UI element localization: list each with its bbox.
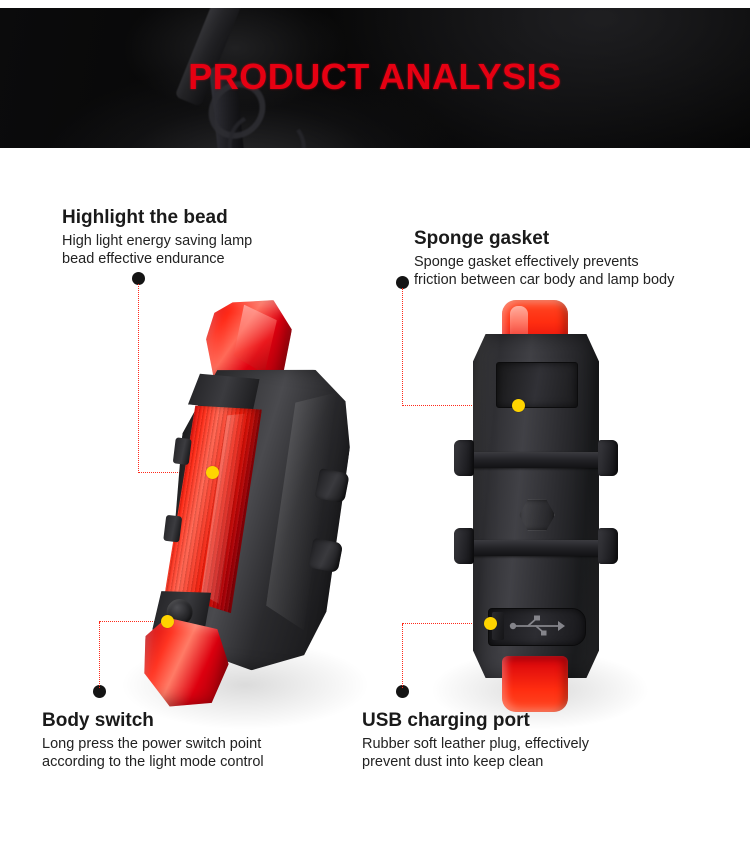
callout-description: High light energy saving lamp bead effec… bbox=[62, 233, 252, 268]
callout-title: Sponge gasket bbox=[414, 228, 550, 249]
mount-strap-lower bbox=[464, 540, 608, 556]
bottom-red-lens-cap-back bbox=[502, 656, 568, 712]
page-title: PRODUCT ANALYSIS bbox=[188, 56, 562, 97]
leader-line-vertical-bead bbox=[138, 284, 139, 473]
leader-line-vertical-usb bbox=[402, 624, 403, 688]
mount-clip-upper-left bbox=[454, 440, 474, 476]
banner-background-photo bbox=[0, 8, 750, 148]
product-image-tail-light-back bbox=[448, 300, 624, 712]
leader-line-vertical-sponge bbox=[402, 288, 403, 406]
marker-dot-body-switch bbox=[161, 615, 174, 628]
product-image-tail-light-front bbox=[128, 296, 358, 716]
header-banner: PRODUCT ANALYSIS bbox=[0, 8, 750, 148]
anchor-dot-usb-charging-port bbox=[396, 685, 409, 698]
leader-line-horizontal-bead bbox=[138, 472, 212, 473]
mount-clip-tab-upper bbox=[314, 468, 350, 504]
leader-line-horizontal-switch bbox=[99, 621, 167, 622]
mount-clip-lower-right bbox=[598, 528, 618, 564]
callout-description-line: according to the light mode control bbox=[42, 753, 264, 770]
side-nub-lower bbox=[163, 514, 183, 543]
mount-strap-upper bbox=[464, 452, 608, 468]
anchor-dot-highlight-the-bead bbox=[132, 272, 145, 285]
marker-dot-sponge-gasket bbox=[512, 399, 525, 412]
callout-description-line: Long press the power switch point bbox=[42, 735, 262, 752]
side-nub-upper bbox=[172, 437, 192, 466]
sponge-gasket-pad bbox=[496, 362, 578, 408]
callout-description-line: prevent dust into keep clean bbox=[362, 753, 544, 770]
callout-description-line: Sponge gasket effectively prevents bbox=[414, 253, 639, 270]
callout-description: Sponge gasket effectively prevents frict… bbox=[414, 254, 674, 289]
callout-description-line: bead effective endurance bbox=[62, 250, 225, 267]
leader-line-vertical-switch bbox=[99, 622, 100, 688]
leader-line-horizontal-sponge bbox=[402, 405, 512, 406]
callout-title: Highlight the bead bbox=[62, 207, 228, 228]
callout-description: Long press the power switch point accord… bbox=[42, 736, 264, 771]
mount-clip-lower-left bbox=[454, 528, 474, 564]
anchor-dot-sponge-gasket bbox=[396, 276, 409, 289]
callout-usb-charging-port: USB charging port Rubber soft leather pl… bbox=[362, 710, 589, 771]
marker-dot-lamp-bead bbox=[206, 466, 219, 479]
callout-body-switch: Body switch Long press the power switch … bbox=[42, 710, 264, 771]
callout-description: Rubber soft leather plug, effectively pr… bbox=[362, 736, 589, 771]
callout-title: Body switch bbox=[42, 710, 154, 731]
leader-line-horizontal-usb bbox=[402, 623, 490, 624]
mount-clip-upper-right bbox=[598, 440, 618, 476]
marker-dot-usb-port bbox=[484, 617, 497, 630]
callout-sponge-gasket: Sponge gasket Sponge gasket effectively … bbox=[414, 228, 674, 289]
anchor-dot-body-switch bbox=[93, 685, 106, 698]
usb-icon bbox=[509, 615, 565, 636]
callout-highlight-the-bead: Highlight the bead High light energy sav… bbox=[62, 207, 252, 268]
callout-description-line: High light energy saving lamp bbox=[62, 232, 253, 249]
callout-description-line: Rubber soft leather plug, effectively bbox=[362, 735, 590, 752]
callout-title: USB charging port bbox=[362, 710, 530, 731]
mount-clip-tab-lower bbox=[308, 537, 344, 574]
callout-description-line: friction between car body and lamp body bbox=[414, 271, 675, 288]
